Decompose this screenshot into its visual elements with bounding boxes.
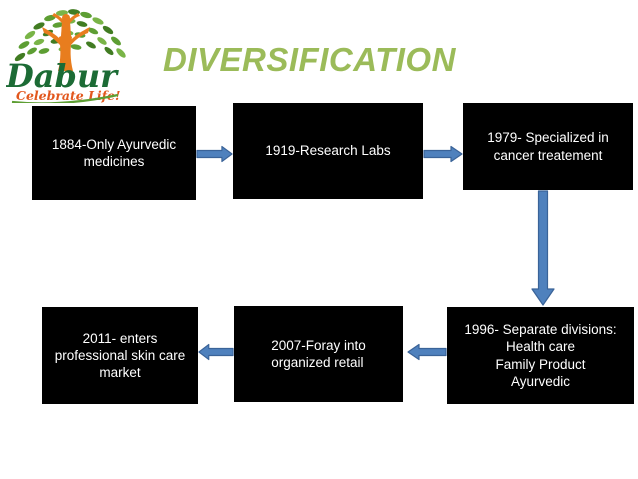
logo-tagline-text: Celebrate Life!	[16, 88, 120, 103]
right-arrow-icon	[423, 145, 463, 163]
logo-swoosh	[11, 93, 119, 105]
right-arrow-icon	[196, 145, 233, 163]
left-arrow-icon	[198, 343, 234, 361]
page-title: DIVERSIFICATION	[163, 41, 456, 78]
left-arrow-icon	[407, 343, 447, 361]
flow-arrow-1919-to-1979	[423, 145, 463, 163]
milestone-text: 1996- Separate divisions: Health care Fa…	[464, 321, 617, 389]
dabur-tree-icon: Dabur Celebrate Life!	[5, 9, 126, 105]
milestone-text: 1884-Only Ayurvedic medicines	[51, 136, 177, 169]
milestone-box-1979: 1979- Specialized in cancer treatement	[463, 103, 633, 190]
flow-arrow-2007-to-2011	[198, 343, 234, 361]
milestone-box-1884: 1884-Only Ayurvedic medicines	[32, 106, 196, 200]
milestone-text: 1979- Specialized in cancer treatement	[487, 130, 609, 163]
dabur-logo: Dabur Celebrate Life!	[5, 5, 132, 105]
milestone-box-1996: 1996- Separate divisions: Health care Fa…	[447, 307, 634, 404]
flow-arrow-1884-to-1919	[196, 145, 233, 163]
logo-brand-text: Dabur	[6, 57, 119, 95]
milestone-text: 2007-Foray into organized retail	[271, 337, 366, 370]
milestone-box-2011: 2011- enters professional skin care mark…	[42, 307, 198, 404]
flow-arrow-1996-to-2007	[407, 343, 447, 361]
milestone-box-2007: 2007-Foray into organized retail	[234, 306, 403, 402]
milestone-text: 2011- enters professional skin care mark…	[54, 330, 186, 381]
milestone-box-1919: 1919-Research Labs	[233, 103, 423, 199]
flow-arrow-1979-to-1996	[531, 190, 555, 307]
down-arrow-icon	[531, 190, 555, 306]
milestone-text: 1919-Research Labs	[265, 143, 391, 159]
